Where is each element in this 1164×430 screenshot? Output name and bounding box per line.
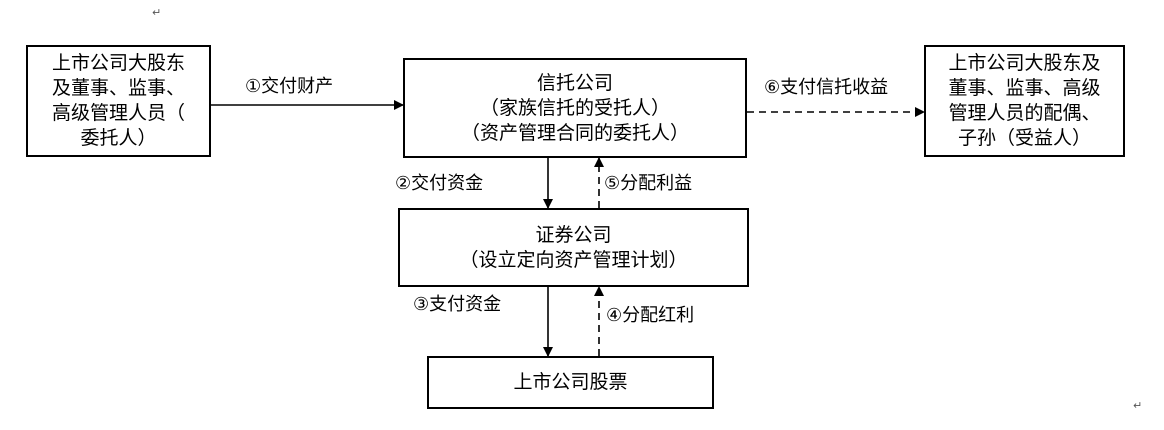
- beneficiary-line: 管理人员的配偶、: [948, 102, 1101, 124]
- beneficiary-line: 董事、监事、高级: [948, 77, 1101, 99]
- edge-label-deliver-funds: ②交付资金: [395, 173, 484, 194]
- edge-label-pay-funds: ③支付资金: [413, 294, 502, 315]
- principal-line: 及董事、监事、: [51, 77, 185, 99]
- principal-box: 上市公司大股东 及董事、监事、 高级管理人员（ 委托人）: [26, 45, 211, 157]
- principal-line: 高级管理人员（: [51, 102, 185, 124]
- edge-label-deliver-property: ①交付财产: [245, 76, 334, 97]
- trust-company-box: 信托公司 （家族信托的受托人） （资产管理合同的委托人）: [403, 58, 747, 158]
- beneficiary-line: 子孙（受益人）: [957, 127, 1091, 149]
- securities-line: （设立定向资产管理计划）: [459, 248, 688, 271]
- principal-line: 委托人）: [80, 127, 157, 149]
- trust-line: 信托公司: [536, 71, 613, 94]
- trust-line: （家族信托的受托人）: [479, 96, 670, 119]
- securities-line: 证券公司: [535, 223, 612, 246]
- principal-line: 上市公司大股东: [51, 52, 185, 74]
- listed-stock-box: 上市公司股票: [427, 356, 714, 409]
- edge-label-distribute-benefit: ⑤分配利益: [604, 173, 693, 194]
- beneficiary-box: 上市公司大股东及 董事、监事、高级 管理人员的配偶、 子孙（受益人）: [924, 45, 1125, 157]
- securities-company-box: 证券公司 （设立定向资产管理计划）: [398, 208, 749, 287]
- edge-label-distribute-dividend: ④分配红利: [606, 305, 695, 326]
- paragraph-mark: ↵: [152, 6, 162, 19]
- stock-line: 上市公司股票: [513, 371, 628, 393]
- edge-label-pay-trust-income: ⑥支付信托收益: [764, 77, 889, 98]
- paragraph-mark: ↵: [1133, 399, 1143, 412]
- trust-line: （资产管理合同的委托人）: [460, 121, 689, 144]
- beneficiary-line: 上市公司大股东及: [948, 52, 1101, 74]
